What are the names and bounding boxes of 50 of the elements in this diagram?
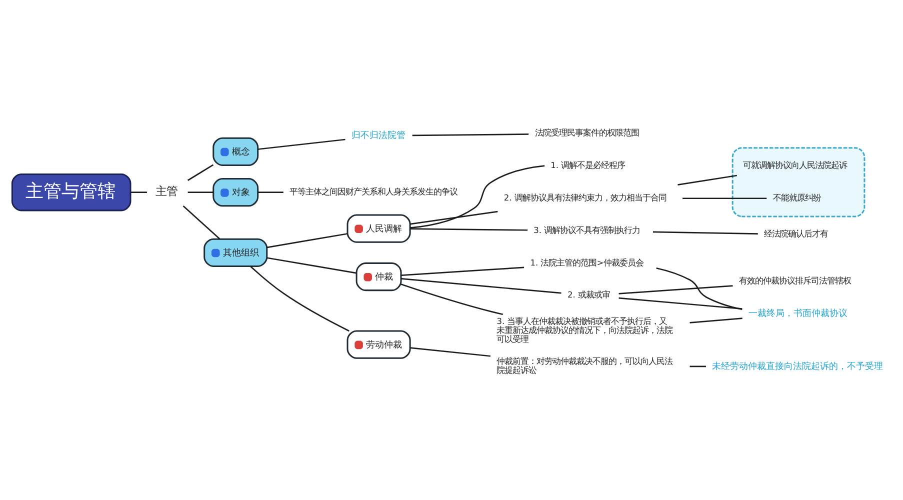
connector [618,285,733,294]
node-text: 法院受理民事案件的权限范围 [534,128,639,138]
node-text: 3. 调解协议不具有强制执行力 [534,224,640,235]
connector [130,192,147,194]
node-text: 2. 调解协议具有法律约束力，效力相当于合同 [504,192,666,202]
node-box: 概念 [212,137,259,166]
node-box: 人民调解 [346,214,411,243]
node-text: 平等主体之间因财产关系和人身关系发生的争议 [289,186,458,196]
connector [412,134,529,136]
node-box: 劳动仲裁 [346,330,411,359]
connector [682,198,767,200]
connector [410,210,498,225]
connector [410,165,545,229]
node-text: 经法院确认后才有 [764,228,828,239]
connector [401,266,524,276]
connector [656,267,742,310]
node-text: 1. 法院主管的范围>仲裁委员会 [530,257,644,268]
node-text: 未经劳动仲裁直接向法院起诉的，不予受理 [712,362,884,372]
connector [618,297,742,310]
connector [187,164,214,181]
node-text: 不能就原纠纷 [772,192,821,202]
node-box: 仲裁 [356,262,402,292]
node-box: 对象 [212,178,259,207]
connector [258,138,346,150]
connector [690,366,706,368]
connector [250,266,350,332]
connector [401,278,562,294]
connector [188,192,214,194]
node-text: 归不归法院管 [351,131,406,142]
node-text: 1. 调解不是必经程序 [550,160,626,170]
connector [400,284,504,316]
node-text: 主管 [156,184,178,198]
node-text: 有效的仲裁协议排斥司法管辖权 [738,275,851,286]
node-box: 其他组织 [204,238,268,267]
connector [690,318,742,324]
connector [266,233,348,248]
connector [266,257,356,274]
connector [678,174,738,186]
connector [652,231,758,234]
node-text: 可就调解协议向人民法院起诉 [743,160,848,170]
node-box: 主管与管辖 [11,174,132,212]
node-text: 一裁终局，书面仲裁协议 [748,309,848,320]
connector [410,347,491,357]
connector [258,192,284,194]
node-text: 仲裁前置：对劳动仲裁裁决不服的，可以向人民法院提起诉讼 [496,356,673,376]
node-text: 3. 当事人在仲裁裁决被撤销或者不予执行后，又未重新达成仲裁协议的情况下，向法院起诉，法院可以受理 [496,316,673,344]
cluster [732,147,866,218]
node-text: 2. 或裁或审 [568,290,610,300]
connector [410,228,528,231]
connector [182,206,220,240]
